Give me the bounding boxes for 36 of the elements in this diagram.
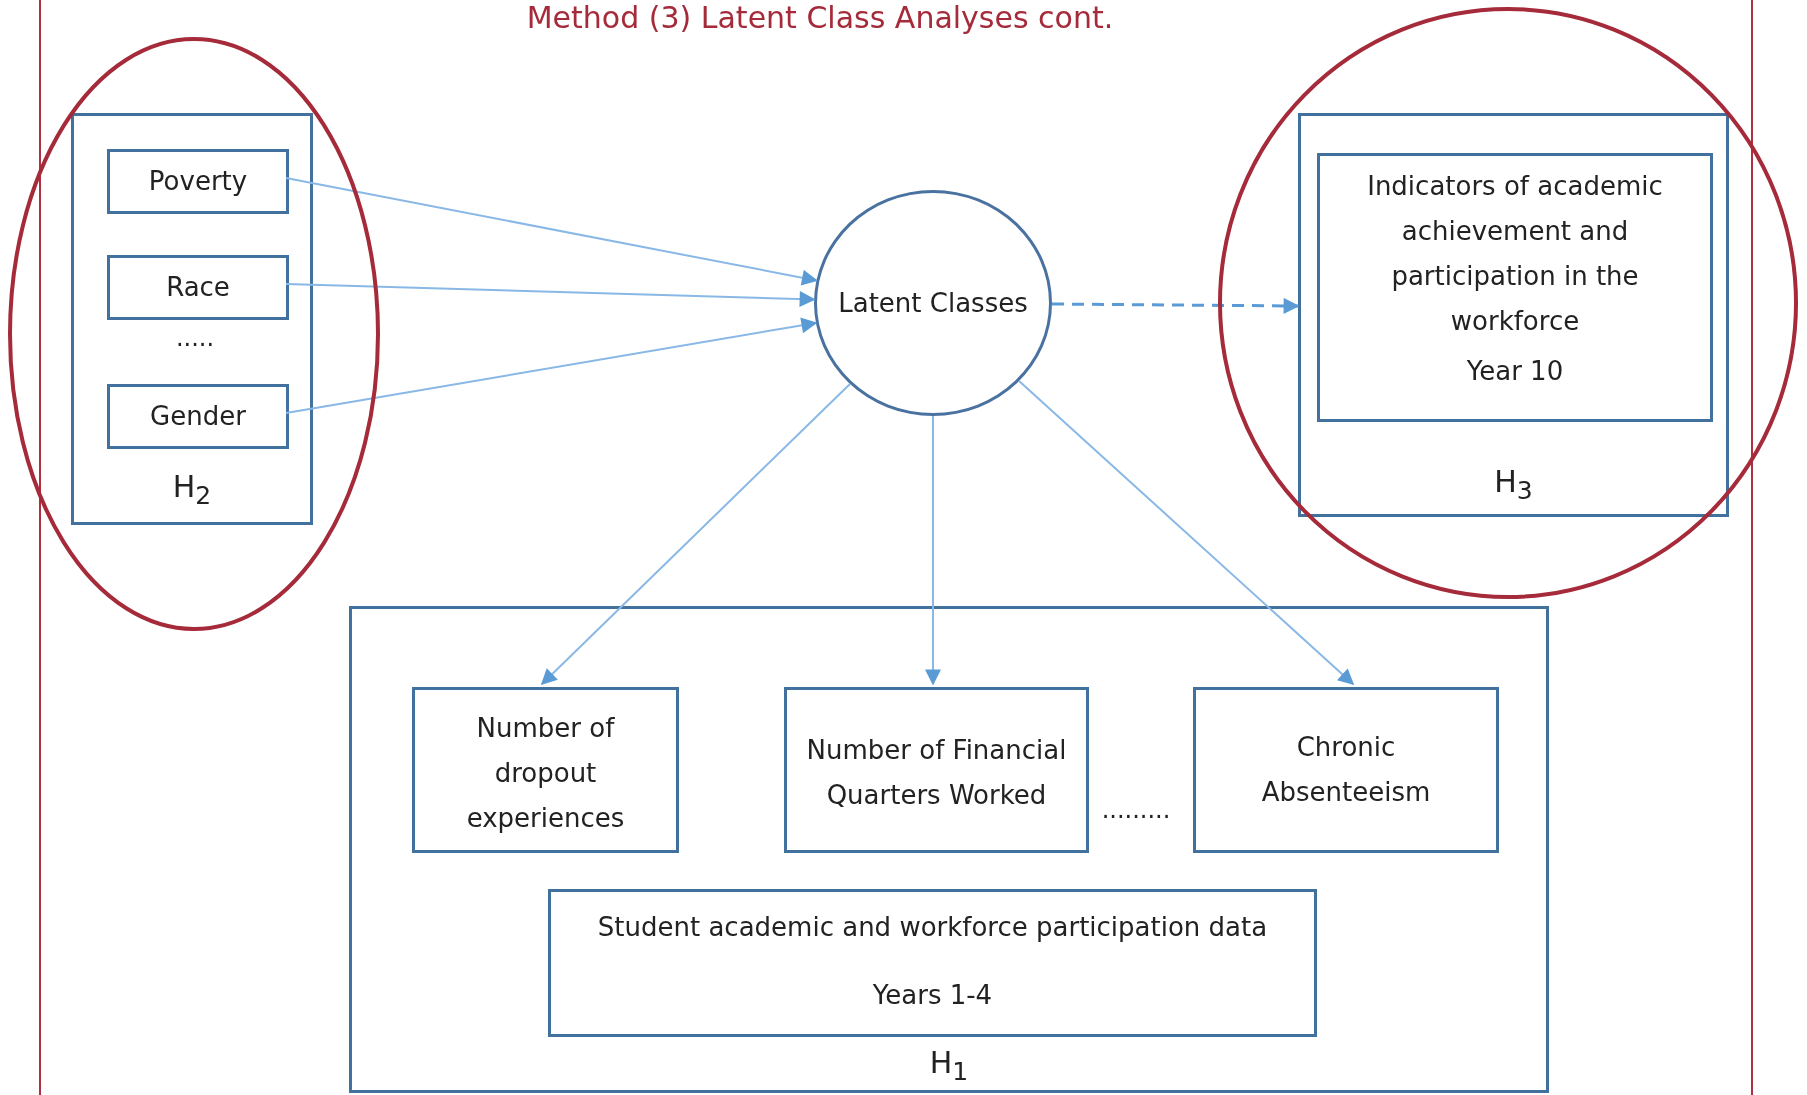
group-box [71,113,313,525]
ellipsis-text: ..... [174,323,216,354]
node-label: Student academic and workforce participation data [597,910,1268,944]
variable-box [107,149,289,214]
arrow [1052,297,1300,314]
node-label: Chronic Absenteeism [1260,731,1432,809]
arrow [285,177,818,286]
year-label: Years 1-4 [872,978,993,1012]
group-label: H$_{2}$ [172,468,212,512]
node-label: Race [166,271,230,304]
arrow [285,283,816,308]
node-label: Indicators of academic achievement and participation in the workforce [1366,170,1664,338]
arrow [925,415,941,686]
indicator-box [412,687,679,853]
year-label: Year 10 [1466,354,1564,388]
node-label: Latent Classes [838,286,1028,320]
group-label: H$_{3}$ [1494,463,1533,507]
variable-box [107,384,289,449]
latent-class-circle [814,190,1052,416]
indicator-box [1317,153,1713,422]
indicator-box [784,687,1089,853]
node-label: Number of dropout experiences [465,711,626,835]
group-box [349,606,1549,1093]
node-label: Number of Financial Quarters Worked [805,734,1068,812]
arrow [285,317,818,414]
ellipsis-text: ......... [1100,795,1172,826]
arrow [1018,380,1355,686]
arrow [540,382,851,686]
indicator-box [1193,687,1499,853]
data-box [548,889,1317,1037]
variable-box [107,255,289,320]
slide-title: Method (3) Latent Class Analyses cont. [525,0,1115,36]
group-box [1298,113,1729,517]
group-label: H$_{1}$ [929,1043,969,1088]
node-label: Poverty [148,165,248,198]
node-label: Gender [150,400,246,433]
